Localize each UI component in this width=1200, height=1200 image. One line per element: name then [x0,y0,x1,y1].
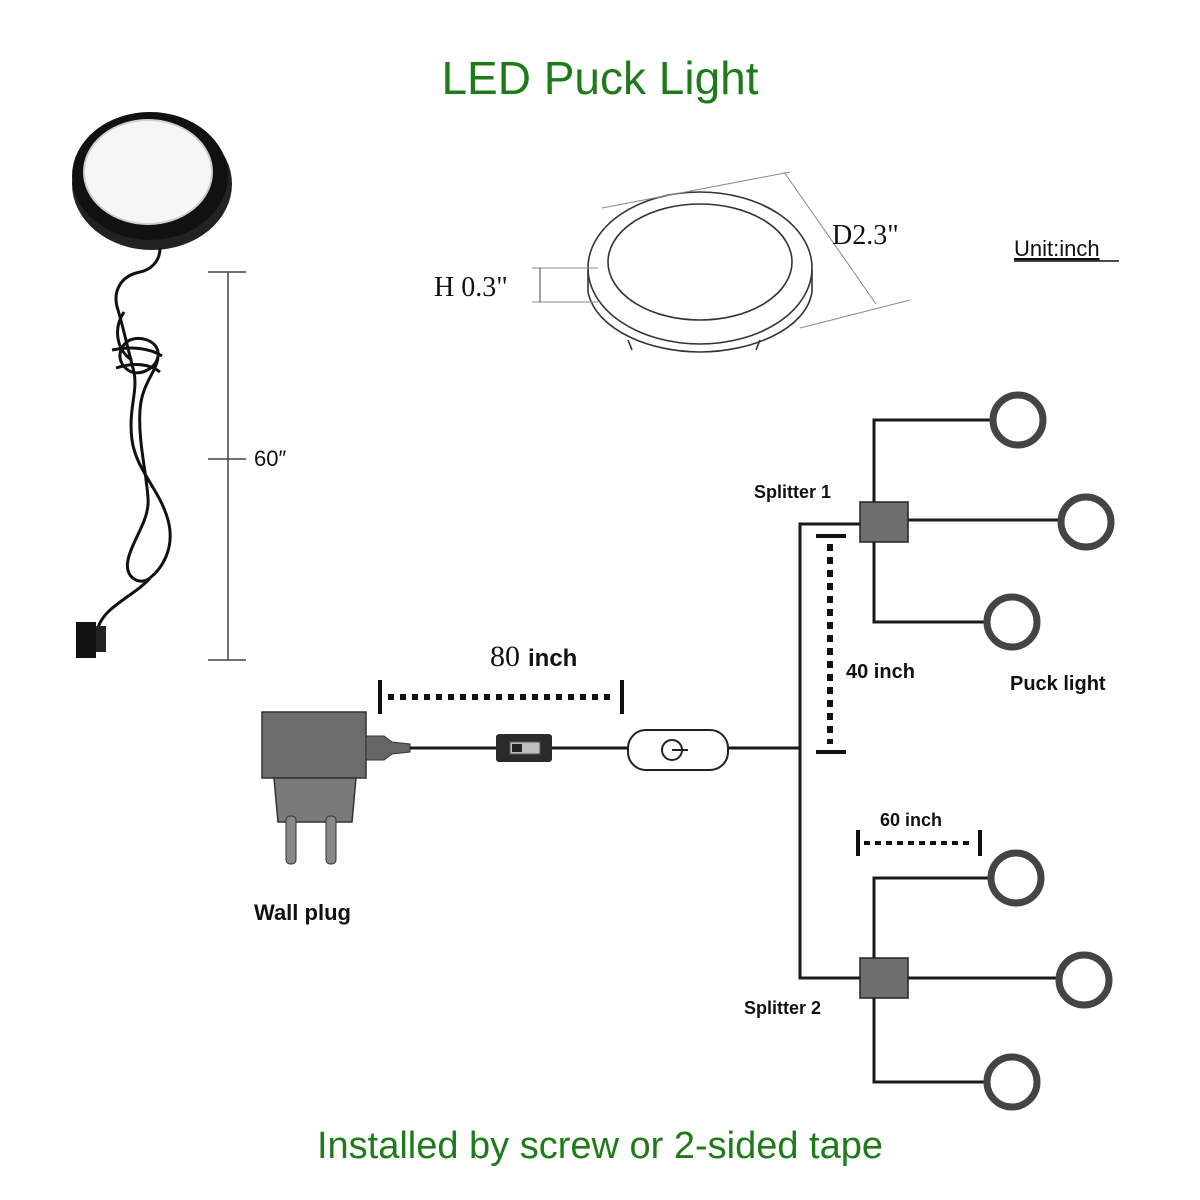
extension-cable-label: 40 inch [846,661,915,683]
puck-light-icon [983,1053,1041,1111]
wall-plug-label: Wall plug [254,900,351,925]
wall-plug-adapter [261,711,411,865]
adapter-cable-number: 80 [490,640,520,673]
cable-length-dimension [208,271,246,661]
adapter-cable-dimension [378,680,624,714]
cable-length-label: 60″ [254,446,286,471]
puck-light-icon [983,593,1041,651]
adapter-cable-unit: inch [528,645,577,672]
inline-switch [496,734,552,762]
puck-light-photo [72,112,232,658]
puck-light-icon [989,391,1047,449]
adapter-cable-label: 80 inch [490,640,577,673]
splitter-1-group [859,391,1115,651]
puck-dimension-lines [532,171,911,329]
puck-outline-drawing [587,191,813,353]
puck-light-icon [1055,951,1113,1009]
splitter-2-label: Splitter 2 [744,998,821,1018]
height-label: H 0.3" [434,272,508,303]
splitter-1-label: Splitter 1 [754,482,831,502]
touch-dimmer [627,729,729,771]
light-cable-label: 60 inch [880,810,942,830]
extension-cable-dimension [816,534,846,754]
splitter-2-box [859,957,909,999]
footer-caption: Installed by screw or 2-sided tape [317,1125,883,1167]
splitter-2-group [859,849,1113,1111]
page-title: LED Puck Light [441,52,758,104]
diameter-label: D2.3" [832,220,899,251]
splitter-1-box [859,501,909,543]
main-cable [410,522,860,980]
unit-label: Unit:inch [1014,236,1100,261]
puck-light-label: Puck light [1010,673,1106,695]
puck-light-icon [1057,493,1115,551]
puck-light-icon [987,849,1045,907]
light-cable-dimension [856,830,982,856]
